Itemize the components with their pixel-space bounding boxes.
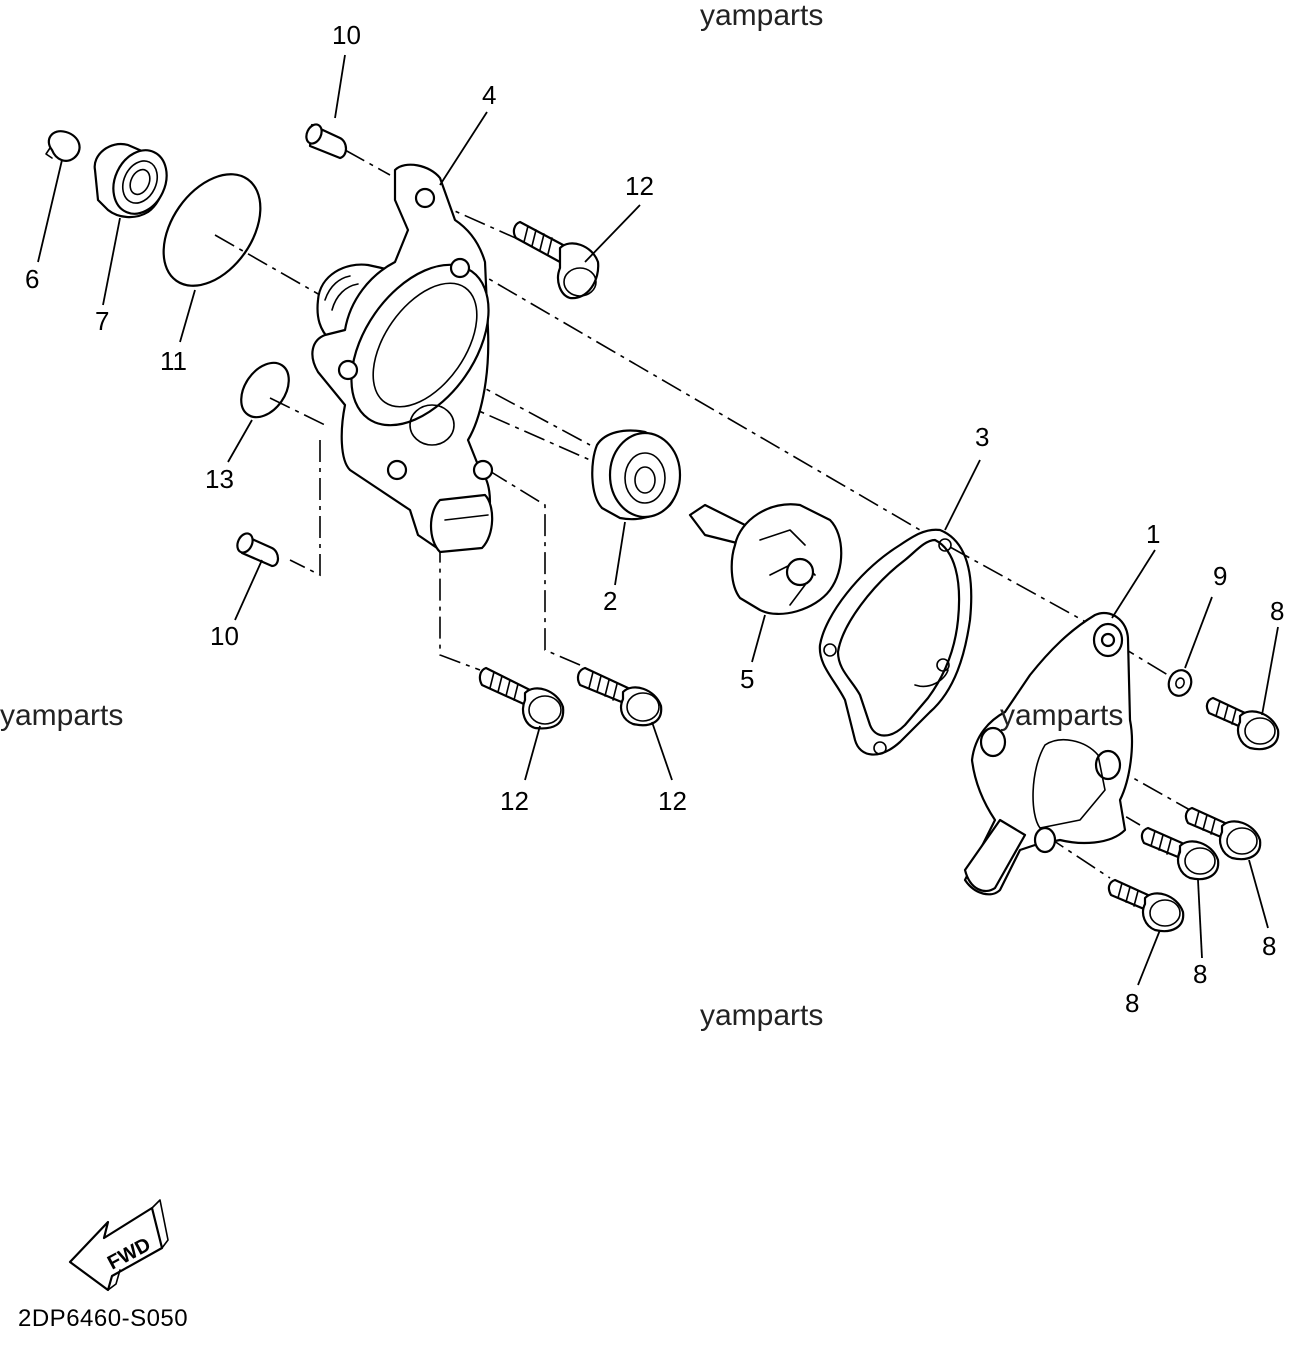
callout-8: 8 [1125, 988, 1139, 1018]
bolts [478, 220, 1280, 933]
callout-8: 8 [1270, 596, 1284, 626]
callout-3: 3 [975, 422, 989, 452]
watermark-text: yamparts [1000, 699, 1123, 732]
bolt-part-8-d [1107, 878, 1185, 933]
diagram-code: 2DP6460-S050 [18, 1305, 188, 1332]
fwd-arrow-icon: FWD [68, 1199, 169, 1292]
bolt-part-8-c [1140, 826, 1220, 881]
callout-labels: 1 2 3 4 5 6 7 8 8 8 8 9 10 10 11 12 12 1… [25, 20, 1284, 1018]
pump-cover-part-1 [963, 612, 1134, 896]
callout-10: 10 [332, 20, 361, 50]
callout-2: 2 [603, 586, 617, 616]
fwd-label: FWD [104, 1234, 155, 1275]
callout-5: 5 [740, 664, 754, 694]
callout-12: 12 [658, 786, 687, 816]
oil-seal-part-2 [591, 429, 682, 521]
o-ring-part-11 [162, 173, 262, 287]
watermark-text: yamparts [0, 699, 123, 732]
bolt-part-8-b [1184, 806, 1262, 861]
dowel-pin-part-10-bottom [236, 532, 280, 568]
circlip-part-6 [45, 130, 81, 162]
watermark-text: yamparts [700, 999, 823, 1032]
bolt-part-8-a [1205, 696, 1280, 751]
callout-4: 4 [482, 80, 496, 110]
callout-1: 1 [1146, 519, 1160, 549]
callout-10: 10 [210, 621, 239, 651]
bolt-part-12-left [478, 666, 565, 730]
washer-part-9 [1167, 669, 1193, 697]
callout-8: 8 [1193, 959, 1207, 989]
dowel-pin-part-10-top [305, 123, 348, 160]
bearing-part-7 [93, 142, 168, 219]
bolt-part-12-top [512, 220, 600, 300]
callout-12: 12 [625, 171, 654, 201]
impeller-part-5 [688, 503, 843, 615]
callout-7: 7 [95, 306, 109, 336]
watermarks: yamparts yamparts yamparts yamparts [0, 0, 1123, 1032]
o-ring-part-13 [240, 361, 290, 419]
gasket-part-3 [818, 528, 973, 756]
callout-12: 12 [500, 786, 529, 816]
callout-8: 8 [1262, 931, 1276, 961]
watermark-text: yamparts [700, 0, 823, 32]
pump-housing-part-4 [311, 163, 494, 554]
leader-lines [37, 54, 1279, 986]
callout-13: 13 [205, 464, 234, 494]
callout-6: 6 [25, 264, 39, 294]
bolt-part-12-right [576, 666, 663, 727]
callout-11: 11 [160, 346, 187, 376]
callout-9: 9 [1213, 561, 1227, 591]
